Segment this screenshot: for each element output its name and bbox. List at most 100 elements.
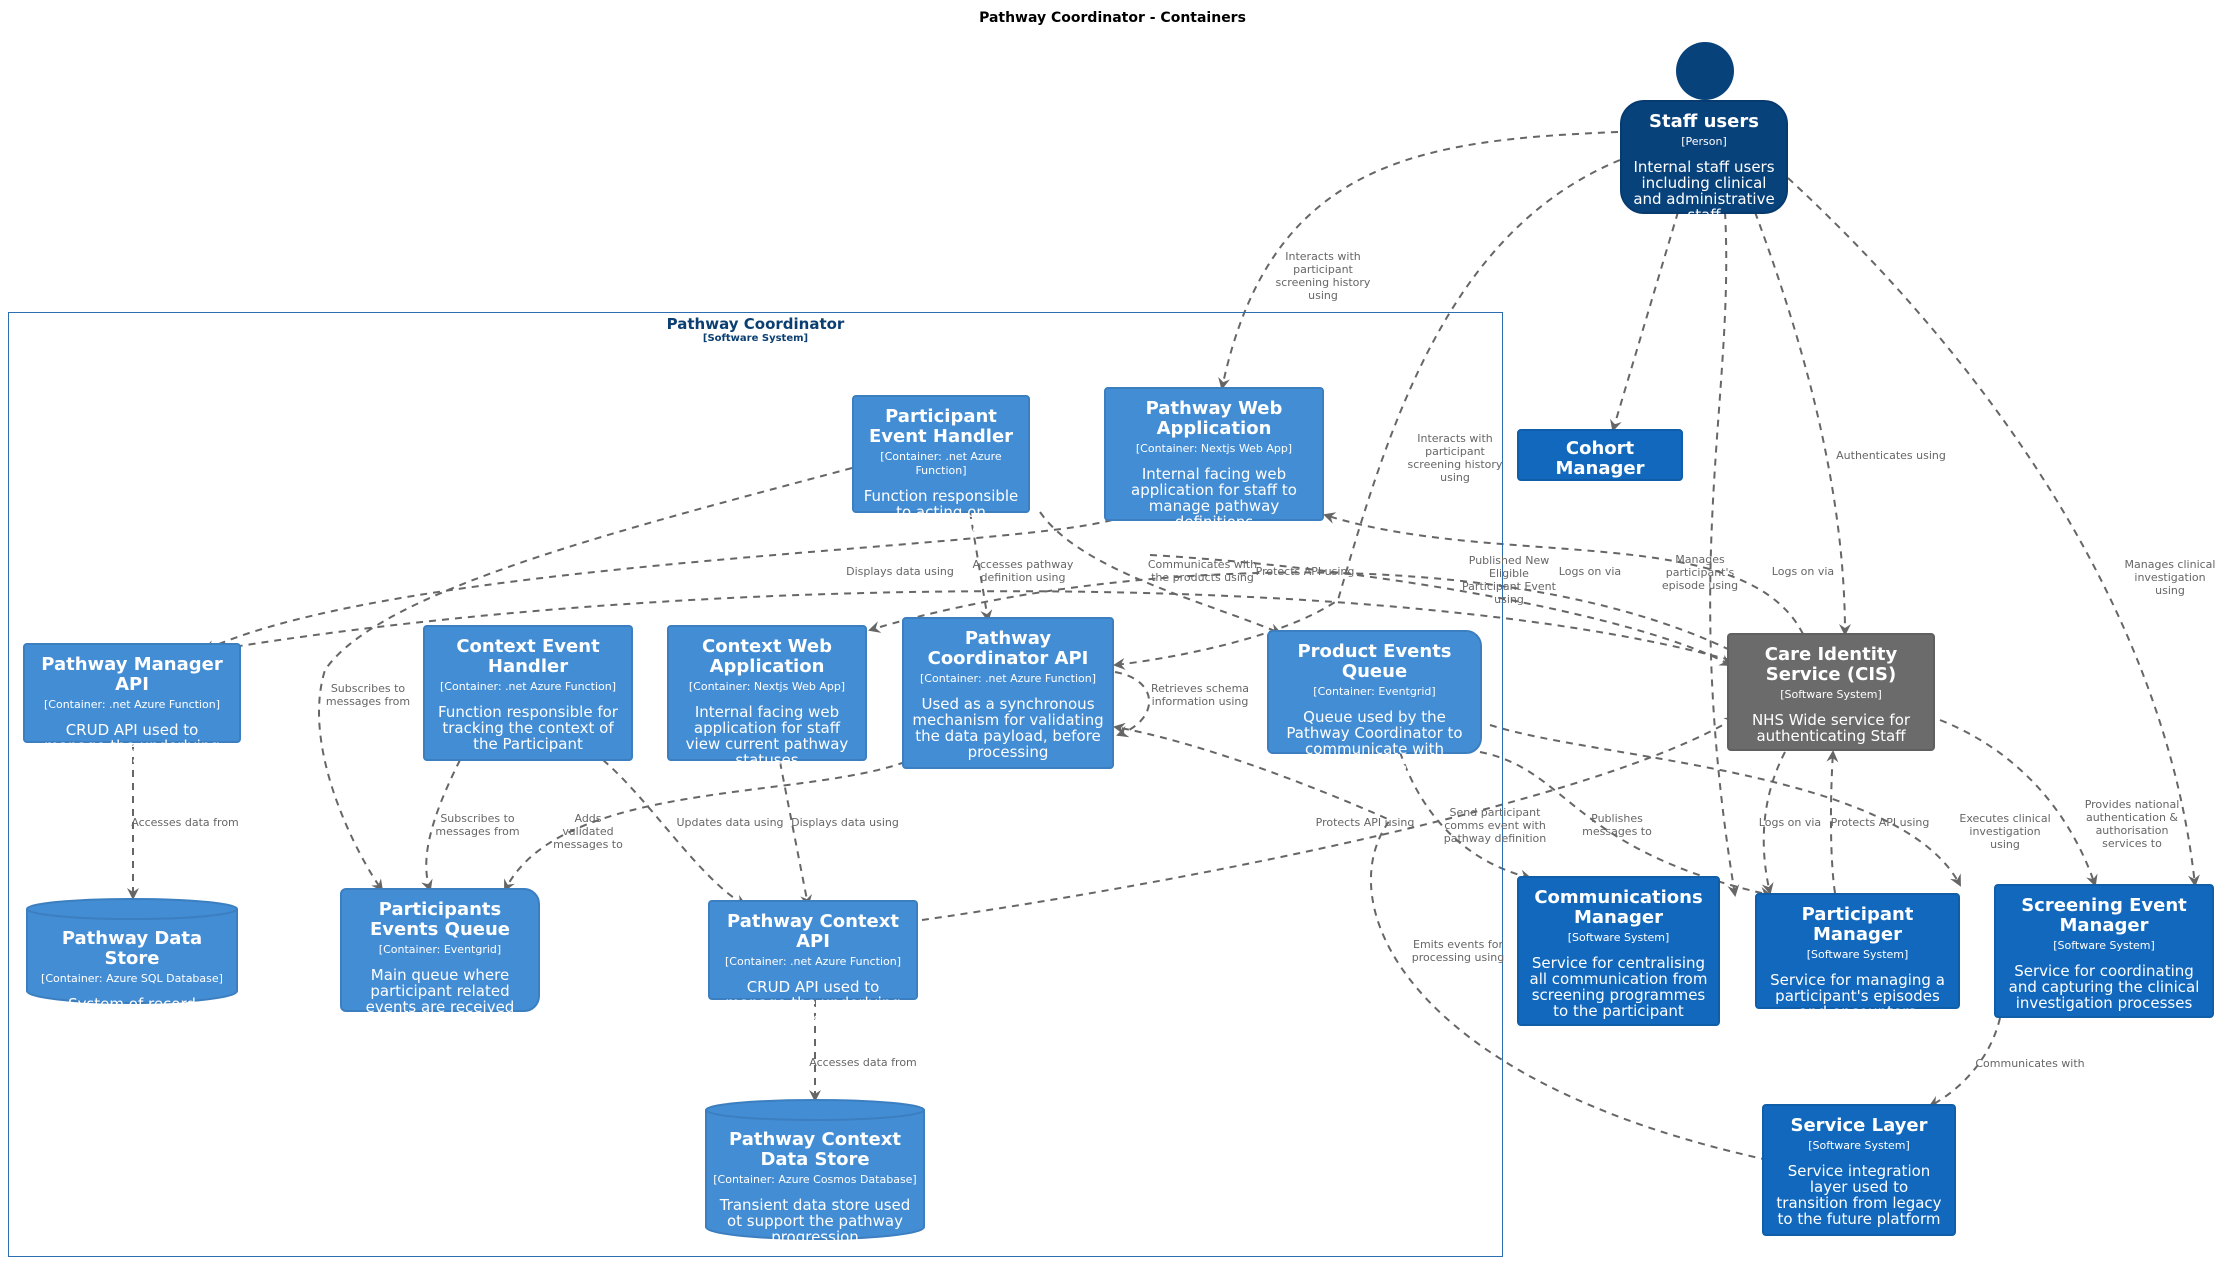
- arrow-product-queue-to-screening-event-manager: [1489, 724, 1961, 887]
- cohort-manager[interactable]: Cohort Manager [Software System]: [1517, 429, 1683, 495]
- screening-event-manager[interactable]: Screening Event Manager [Software System…: [1994, 884, 2214, 1018]
- arrow-cis-to-pathway-web-app: [1323, 512, 1804, 635]
- element-desc: Service for coordinating and capturing t…: [2008, 962, 2200, 1012]
- rel-label: Accesses data from: [131, 816, 239, 829]
- element-desc: Queue used by the Pathway Coordinator to…: [1286, 708, 1463, 774]
- element-tech: [Container: Nextjs Web App]: [688, 680, 846, 693]
- element-tech: [Container: Azure SQL Database]: [41, 972, 223, 985]
- participant-manager[interactable]: Participant Manager [Software System] Se…: [1755, 893, 1960, 1020]
- element-desc: Internal facing web application for staf…: [685, 703, 849, 769]
- arrow-product-queue-to-participant-manager: [1479, 751, 1772, 899]
- communications-manager[interactable]: Communications Manager [Software System]…: [1517, 876, 1720, 1026]
- element-name: Context Event Handler: [456, 636, 600, 677]
- care-identity-service[interactable]: Care Identity Service (CIS) [Software Sy…: [1727, 633, 1935, 751]
- element-name: Pathway Manager API: [41, 654, 223, 695]
- pathway-coordinator-api[interactable]: Pathway Coordinator API [Container: .net…: [902, 617, 1114, 769]
- element-tech: [Software System]: [1567, 931, 1670, 944]
- pathway-data-store[interactable]: Pathway Data Store [Container: Azure SQL…: [25, 897, 239, 1044]
- rel-label: Logs on via: [1558, 565, 1622, 578]
- pathway-context-api[interactable]: Pathway Context API [Container: .net Azu…: [708, 900, 918, 1027]
- arrow-context-api-to-cis: [921, 716, 1737, 921]
- arrow-coordinator-api-self: [1114, 671, 1151, 738]
- element-desc: NHS Wide service for authenticating Staf…: [1751, 711, 1911, 745]
- element-desc: CRUD API used to manage the underlying d…: [725, 978, 901, 1028]
- rel-label: Emits events for processing using: [1411, 938, 1505, 964]
- rel-label: Send participant comms event with pathwa…: [1443, 806, 1547, 845]
- element-name: Context Web Application: [702, 636, 832, 677]
- context-event-handler[interactable]: Context Event Handler [Container: .net A…: [423, 625, 633, 761]
- rel-label: Authenticates using: [1836, 449, 1946, 462]
- service-layer[interactable]: Service Layer [Software System] Service …: [1762, 1104, 1956, 1236]
- rel-label: Manages clinical investigation using: [2124, 558, 2216, 597]
- pathway-context-data-store[interactable]: Pathway Context Data Store [Container: A…: [704, 1098, 926, 1245]
- element-desc: Service integration layer used to transi…: [1776, 1162, 1942, 1228]
- element-name: Participants Events Queue: [370, 899, 510, 940]
- rel-label: Interacts with participant screening his…: [1407, 432, 1503, 484]
- rel-label: Logs on via: [1771, 565, 1835, 578]
- staff-users-person[interactable]: Staff users [Person] Internal staff user…: [1620, 100, 1788, 223]
- element-tech: [Software System]: [1780, 688, 1882, 701]
- arrow-coordinator-api-to-participants-queue: [504, 761, 906, 892]
- staff-users-desc: Internal staff users including clinical …: [1633, 158, 1775, 224]
- rel-label: Communicates with: [1975, 1057, 2085, 1070]
- arrow-ceh-to-context-api: [602, 759, 747, 906]
- context-web-application[interactable]: Context Web Application [Container: Next…: [667, 625, 867, 768]
- element-name: Participant Manager: [1801, 904, 1914, 945]
- element-tech: [Container: Eventgrid]: [378, 943, 502, 956]
- element-desc: Transient data store used ot support the…: [719, 1196, 911, 1246]
- rel-label: Executes clinical investigation using: [1959, 812, 2051, 851]
- element-desc: Main queue where participant related eve…: [365, 966, 515, 1016]
- element-tech: [Container: Eventgrid]: [1313, 685, 1436, 698]
- boundary-title: Pathway Coordinator [Software System]: [9, 315, 1502, 344]
- element-tech: [Container: .net Azure Function]: [725, 955, 901, 968]
- pathway-manager-api[interactable]: Pathway Manager API [Container: .net Azu…: [23, 643, 241, 770]
- element-tech: [Container: .net Azure Function]: [44, 698, 220, 711]
- arrow-service-layer-to-coordinator-api: [1113, 722, 1769, 1161]
- element-desc: Function responsible to acting on Partic…: [863, 487, 1019, 537]
- arrow-cis-to-participant-manager: [1761, 751, 1786, 895]
- element-name: Cohort Manager: [1555, 438, 1645, 479]
- participants-events-queue[interactable]: Participants Events Queue [Container: Ev…: [340, 888, 540, 1016]
- person-head-icon: [1676, 42, 1734, 100]
- element-name: Product Events Queue: [1297, 641, 1452, 682]
- rel-label: Displays data using: [846, 565, 954, 578]
- element-name: Pathway Context Data Store: [729, 1129, 901, 1170]
- rel-label: Publishes messages to: [1582, 812, 1652, 838]
- rel-label: Protects API using: [1830, 816, 1930, 829]
- element-tech: [Container: .net Azure Function]: [920, 672, 1096, 685]
- arrow-ceh-to-participants-queue: [421, 759, 461, 892]
- arrow-staff-to-participant-manager: [1709, 211, 1740, 897]
- arrow-product-queue-to-cis: [1149, 554, 1732, 666]
- element-name: Service Layer: [1790, 1115, 1928, 1136]
- participant-event-handler[interactable]: Participant Event Handler [Container: .n…: [852, 395, 1030, 536]
- boundary-name: Pathway Coordinator: [666, 315, 845, 333]
- element-tech: [Container: Nextjs Web App]: [1135, 442, 1293, 455]
- arrow-product-queue-to-comms: [1399, 751, 1532, 882]
- arrow-staff-to-cis: [1754, 211, 1851, 636]
- element-name: Care Identity Service (CIS): [1764, 644, 1898, 685]
- rel-label: Provides national authentication & autho…: [2084, 798, 2180, 850]
- element-name: Pathway Context API: [727, 911, 899, 952]
- element-name: Pathway Data Store: [61, 928, 203, 969]
- rel-label: Interacts with participant screening his…: [1275, 250, 1371, 302]
- product-events-queue[interactable]: Product Events Queue [Container: Eventgr…: [1267, 630, 1482, 773]
- arrow-peh-to-coordinator-api: [969, 511, 993, 622]
- element-tech: [Software System]: [1549, 482, 1651, 495]
- rel-label: Logs on via: [1758, 816, 1822, 829]
- arrow-peh-to-product-queue: [1039, 511, 1282, 635]
- staff-users-tech: [Person]: [1681, 135, 1727, 148]
- rel-label: Subscribes to messages from: [325, 682, 411, 708]
- arrow-cis-to-screening-event-manager: [1939, 719, 2098, 887]
- arrow-peh-to-participants-queue: [318, 467, 853, 892]
- arrow-staff-to-cohort-manager: [1610, 211, 1679, 432]
- arrow-pathway-web-app-to-manager-api: [203, 519, 1113, 652]
- boundary-tech: [Software System]: [702, 333, 809, 344]
- element-name: Communications Manager: [1534, 887, 1703, 928]
- element-desc: Internal facing web application for staf…: [1131, 465, 1297, 531]
- rel-label: Communicates with the products using: [1147, 558, 1258, 584]
- pathway-web-application[interactable]: Pathway Web Application [Container: Next…: [1104, 387, 1324, 530]
- rel-label: Protects API using: [1315, 816, 1415, 829]
- element-desc: Service for centralising all communicati…: [1529, 954, 1708, 1020]
- arrow-context-web-app-to-context-api: [779, 761, 812, 907]
- diagram-title: Pathway Coordinator - Containers: [979, 10, 1246, 26]
